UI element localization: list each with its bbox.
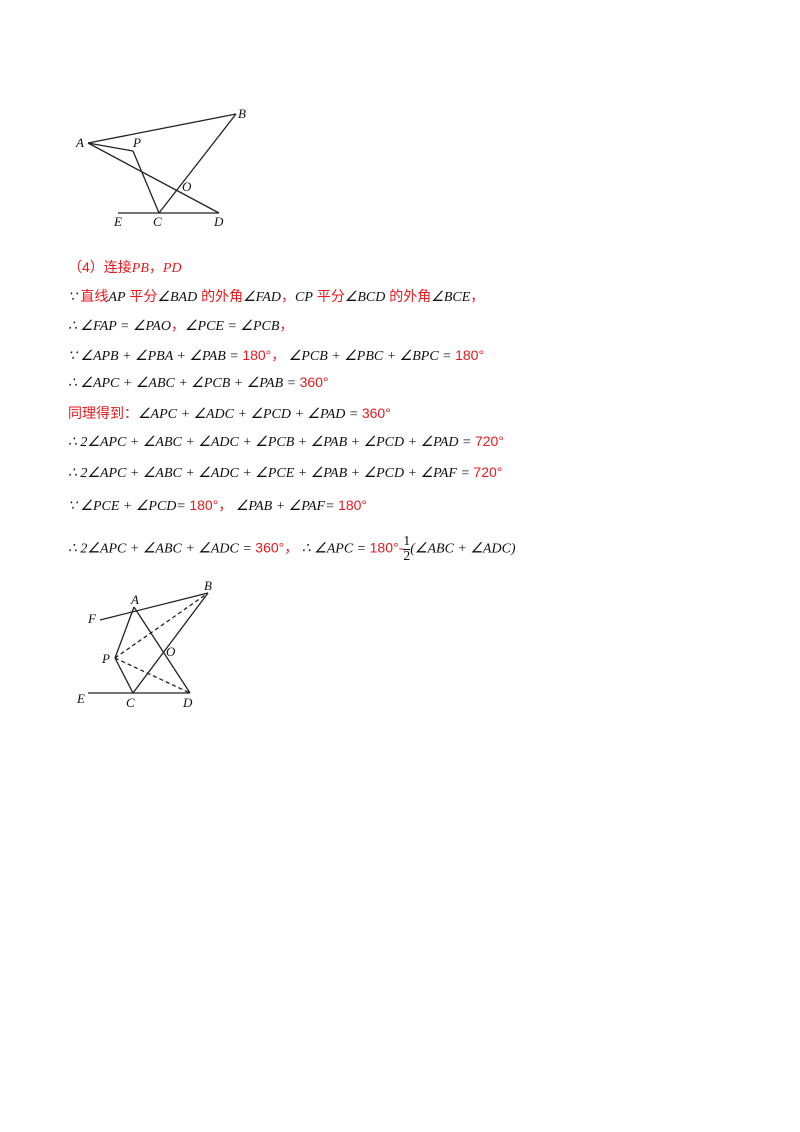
- figure-2: [88, 592, 209, 694]
- solution-line: （4）连接PB，PD: [68, 257, 182, 277]
- value: 180°-: [369, 539, 404, 556]
- label-c: C: [126, 695, 135, 710]
- red-text: 720°: [474, 433, 504, 449]
- equation: (∠ABC + ∠ADC): [410, 541, 516, 557]
- geometry-figures: A B P O E C D A B F P O E C D: [75, 106, 246, 710]
- label-d: D: [213, 214, 224, 229]
- numerator: 1: [403, 534, 411, 550]
- label-o: O: [182, 179, 192, 194]
- red-text: 180°: [455, 347, 485, 363]
- red-text: 720°: [473, 464, 503, 480]
- figure-1: [87, 113, 237, 214]
- solution-line: ∵ ∠APB + ∠PBA + ∠PAB = 180°， ∠PCB + ∠PBC…: [68, 345, 484, 365]
- red-text: 平分: [312, 288, 345, 304]
- equation: ∴ 2∠APC + ∠ABC + ∠ADC =: [68, 541, 256, 557]
- segment-bc: [158, 113, 237, 214]
- math-text: ∵: [68, 290, 81, 305]
- label-c: C: [153, 214, 162, 229]
- denominator: 2: [403, 549, 411, 564]
- red-text: 360°: [299, 374, 329, 390]
- red-text: 平分: [125, 288, 158, 304]
- solution-line: 同理得到：∠APC + ∠ADC + ∠PCD + ∠PAD = 360°: [68, 403, 391, 423]
- red-text: ，: [170, 317, 185, 333]
- red-text: 的外角: [385, 288, 432, 304]
- segment-ab: [87, 113, 237, 144]
- red-text: 180°，: [189, 497, 233, 513]
- red-text: 180°: [338, 497, 367, 513]
- solution-line: ∴ 2∠APC + ∠ABC + ∠ADC + ∠PCB + ∠PAB + ∠P…: [68, 433, 504, 451]
- red-text: 180°，: [242, 347, 286, 363]
- solution-line: ∴ ∠APC + ∠ABC + ∠PCB + ∠PAB = 360°: [68, 374, 329, 392]
- math-text: ∠PAB + ∠PAF=: [232, 499, 339, 514]
- red-text: 同理得到：: [68, 405, 138, 421]
- math-text: ∴ ∠APC + ∠ABC + ∠PCB + ∠PAB =: [68, 376, 300, 391]
- math-text: ∠PCE = ∠PCB: [184, 319, 280, 334]
- math-text: ∵ ∠APB + ∠PBA + ∠PAB =: [68, 349, 243, 364]
- red-text: PB: [131, 261, 149, 276]
- segment-ap: [114, 606, 135, 659]
- segment-pb-dashed: [114, 592, 209, 659]
- math-text: ∠PCB + ∠PBC + ∠BPC =: [285, 349, 456, 364]
- label-b: B: [238, 106, 246, 121]
- red-text: 360°: [361, 405, 391, 421]
- red-text: ，: [279, 317, 294, 333]
- math-text: ∴ ∠FAP = ∠PAO: [68, 319, 171, 334]
- red-text: ，: [148, 259, 163, 275]
- math-text: ∠APC + ∠ADC + ∠PCD + ∠PAD =: [138, 407, 362, 422]
- segment-ap: [87, 142, 134, 152]
- segment-pc: [132, 150, 160, 214]
- solution-line: ∵ ∠PCE + ∠PCD= 180°， ∠PAB + ∠PAF= 180°: [68, 495, 367, 515]
- label-e: E: [76, 691, 85, 706]
- label-b: B: [204, 578, 212, 593]
- figure-1-labels: A B P O E C D: [75, 106, 246, 229]
- segment-ad: [87, 142, 220, 214]
- label-f: F: [87, 611, 97, 626]
- math-text: ∵ ∠PCE + ∠PCD=: [68, 499, 190, 514]
- solution-line: ∴ ∠FAP = ∠PAO，∠PCE = ∠PCB，: [68, 315, 293, 335]
- math-text: ∠BCD: [344, 290, 386, 305]
- label-p: P: [132, 135, 141, 150]
- math-text: ∠BCE: [431, 290, 471, 305]
- label-d: D: [182, 695, 193, 710]
- math-text: CP: [295, 290, 313, 305]
- label-p: P: [101, 651, 110, 666]
- red-text: （4）连接: [68, 259, 132, 275]
- label-a: A: [75, 135, 84, 150]
- segment-bc: [132, 592, 209, 694]
- segment-pc: [114, 657, 134, 694]
- red-text: 的外角: [197, 288, 244, 304]
- math-text: AP: [108, 290, 126, 305]
- red-text: ，: [281, 288, 296, 304]
- math-text: ∠FAD: [243, 290, 282, 305]
- red-text: 直线: [80, 288, 109, 304]
- equation: ∴ ∠APC =: [298, 541, 370, 557]
- red-text: PD: [162, 261, 182, 276]
- label-a: A: [130, 592, 139, 607]
- figure-2-labels: A B F P O E C D: [76, 578, 212, 710]
- solution-line: ∴ 2∠APC + ∠ABC + ∠ADC + ∠PCE + ∠PAB + ∠P…: [68, 464, 502, 482]
- solution-line: ∵ 直线AP 平分∠BAD 的外角∠FAD，CP 平分∠BCD 的外角∠BCE，: [68, 286, 484, 306]
- math-text: ∴ 2∠APC + ∠ABC + ∠ADC + ∠PCB + ∠PAB + ∠P…: [68, 435, 475, 450]
- label-o: O: [166, 644, 176, 659]
- math-text: ∠BAD: [157, 290, 198, 305]
- segment-fb: [99, 592, 209, 621]
- segment-ad: [133, 606, 191, 694]
- label-e: E: [113, 214, 122, 229]
- value: 360°，: [255, 539, 299, 556]
- conclusion-line: ∴ 2∠APC + ∠ABC + ∠ADC = 360°， ∴ ∠APC = 1…: [68, 535, 516, 564]
- math-text: ∴ 2∠APC + ∠ABC + ∠ADC + ∠PCE + ∠PAB + ∠P…: [68, 466, 474, 481]
- red-text: ，: [470, 288, 485, 304]
